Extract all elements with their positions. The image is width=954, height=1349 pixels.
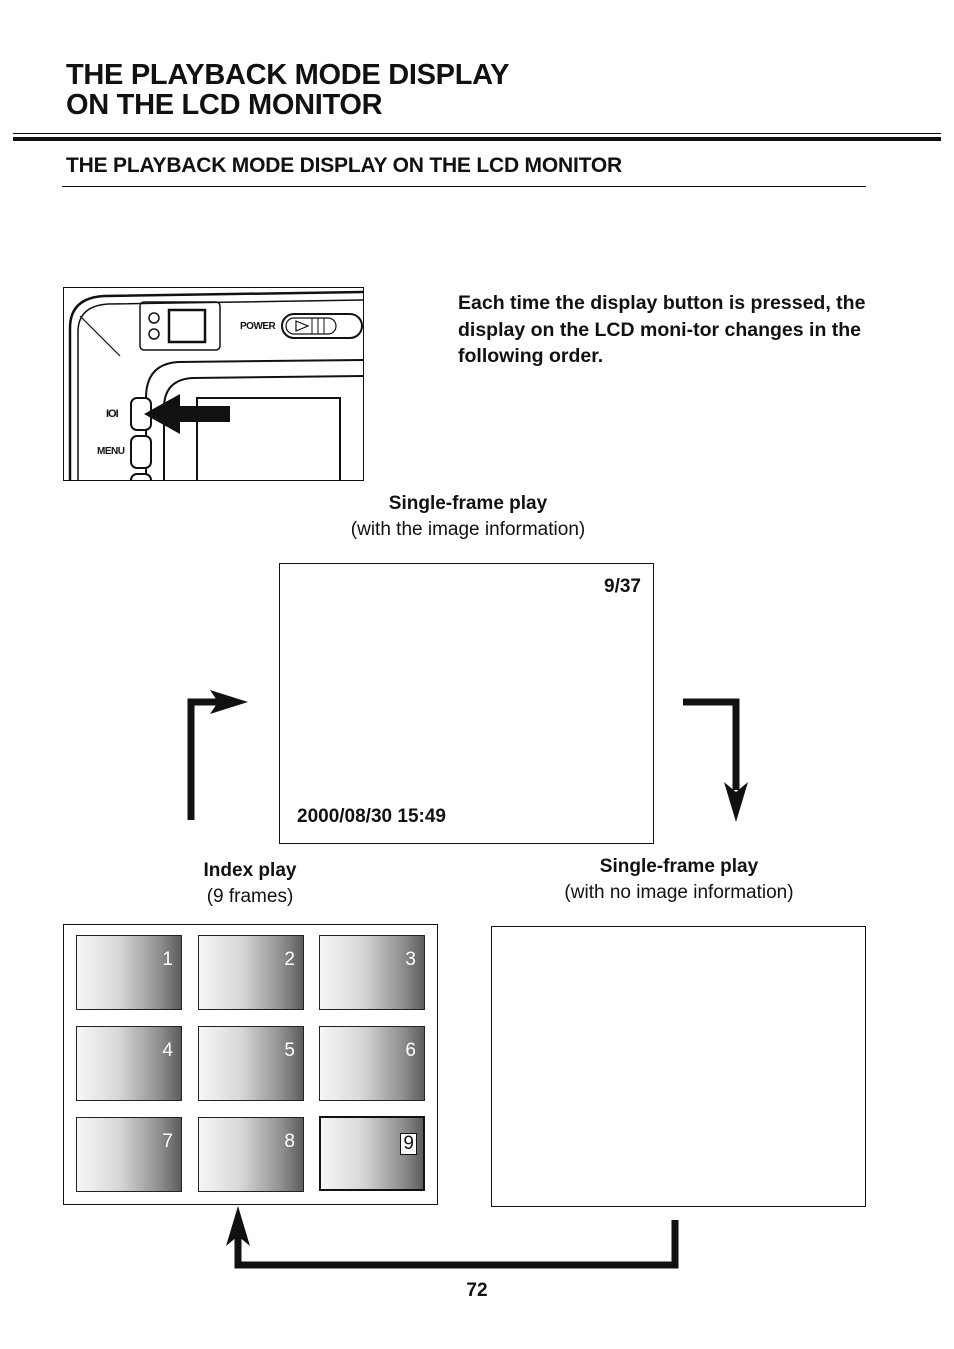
power-label: POWER [240,321,276,332]
caption-title: Single-frame play [599,856,759,877]
caption-single-no-info: Single-frame play (with no image informa… [500,854,858,906]
index-thumbnail: 8 [198,1117,304,1192]
thumbnail-number: 2 [284,949,295,970]
lcd-single-no-info [491,926,866,1207]
index-thumbnail: 3 [319,935,425,1010]
caption-detail: (with the image information) [350,519,586,540]
caption-detail: (9 frames) [206,886,294,907]
lcd-single-with-info: 9/37 2000/08/30 15:49 [279,563,654,844]
date-time-stamp: 2000/08/30 15:49 [297,806,446,827]
thumbnail-number: 1 [162,949,173,970]
index-thumbnail: 4 [76,1026,182,1101]
arrow-index-to-single-info [187,690,248,820]
index-thumbnail: 7 [76,1117,182,1192]
thumbnail-number: 4 [162,1040,173,1061]
thumbnail-number: 6 [405,1040,416,1061]
frame-counter: 9/37 [604,576,641,597]
caption-index-play: Index play (9 frames) [150,858,350,910]
caption-detail: (with no image information) [564,882,794,903]
camera-back-illustration: POWER MENU IOI [63,287,364,481]
thumbnail-number: 5 [284,1040,295,1061]
section-heading: THE PLAYBACK MODE DISPLAY ON THE LCD MON… [66,154,622,177]
thumbnail-number: 9 [400,1133,417,1155]
thumbnail-number: 3 [405,949,416,970]
arrow-single-info-to-no-info [683,698,748,822]
display-button-label: IOI [106,408,119,420]
caption-title: Single-frame play [388,493,548,514]
page-number: 72 [466,1280,488,1301]
index-thumbnail: 1 [76,935,182,1010]
camera-drawing [68,290,363,480]
index-thumbnail-selected: 9 [319,1116,425,1191]
title-rule-thin [13,133,941,134]
lcd-index-play: 1 2 3 4 5 6 7 8 9 [63,924,438,1205]
caption-single-with-info: Single-frame play (with the image inform… [300,491,636,543]
thumbnail-number: 7 [162,1131,173,1152]
index-thumbnail: 2 [198,935,304,1010]
section-heading-rule [62,186,866,187]
page-title-line-2: ON THE LCD MONITOR [66,89,383,121]
page-title: THE PLAYBACK MODE DISPLAY ON THE LCD MON… [66,60,509,120]
index-thumbnail: 6 [319,1026,425,1101]
thumbnail-number: 8 [284,1131,295,1152]
menu-label: MENU [97,446,125,457]
index-thumbnail: 5 [198,1026,304,1101]
page-title-line-1: THE PLAYBACK MODE DISPLAY [66,59,510,91]
title-rule-thick [13,137,941,141]
arrow-no-info-to-index [226,1206,679,1269]
instruction-text: Each time the display button is pressed,… [458,292,866,367]
caption-title: Index play [203,860,297,881]
